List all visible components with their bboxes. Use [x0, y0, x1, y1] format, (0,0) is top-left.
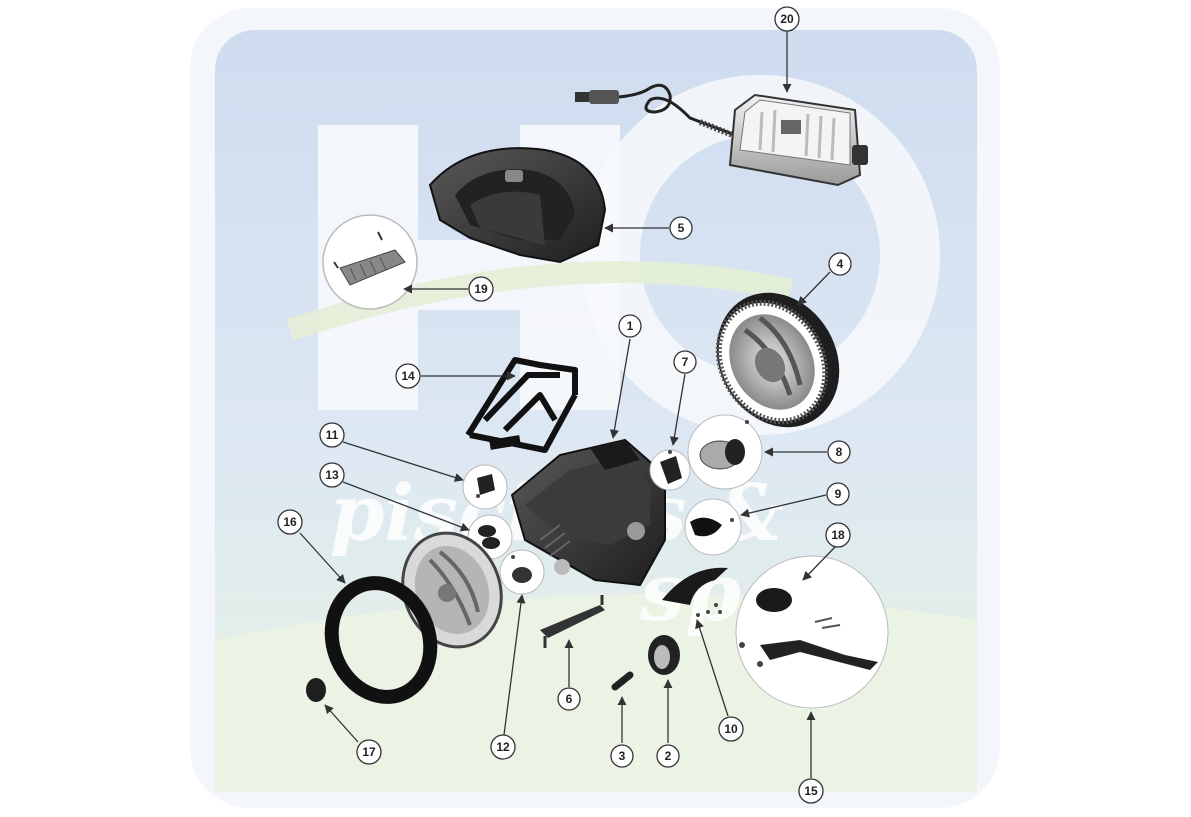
callout-3-label: 3 — [619, 749, 626, 763]
callout-13-label: 13 — [325, 468, 339, 482]
callout-18-label: 18 — [831, 528, 845, 542]
callout-10: 10 — [718, 716, 744, 742]
part-10-inset — [662, 567, 728, 617]
part-15-inset — [735, 555, 889, 709]
callout-10-label: 10 — [724, 722, 738, 736]
power-supply-unit — [575, 83, 868, 187]
motor-inset — [687, 414, 763, 490]
callout-18: 18 — [825, 522, 851, 548]
callout-19: 19 — [468, 276, 494, 302]
part-17-cap — [306, 678, 326, 702]
part-2-roller — [648, 635, 680, 675]
callout-14: 14 — [395, 363, 421, 389]
callout-1: 1 — [618, 314, 642, 338]
wheel-large — [715, 292, 840, 428]
handle-frame — [465, 357, 578, 453]
callout-12-label: 12 — [496, 740, 510, 754]
callout-6-label: 6 — [566, 692, 573, 706]
part-18-float — [756, 588, 792, 612]
callout-16: 16 — [277, 509, 303, 535]
callout-7: 7 — [673, 350, 697, 374]
callout-11-label: 11 — [326, 428, 339, 442]
callout-4-label: 4 — [837, 257, 844, 271]
part-12-inset — [499, 549, 545, 595]
callout-15-label: 15 — [804, 784, 818, 798]
callout-5-label: 5 — [678, 221, 685, 235]
part-9-inset — [684, 498, 742, 556]
callout-14-label: 14 — [401, 369, 415, 383]
callout-7-label: 7 — [682, 355, 689, 369]
callout-20-label: 20 — [780, 12, 794, 26]
callout-16-label: 16 — [283, 515, 297, 529]
callout-9-label: 9 — [835, 487, 842, 501]
filter-inset — [322, 214, 418, 310]
callout-2: 2 — [656, 744, 680, 768]
callout-6: 6 — [557, 687, 581, 711]
top-cover — [428, 147, 607, 264]
rubber-track — [324, 576, 438, 704]
callout-2-label: 2 — [665, 749, 672, 763]
callout-15: 15 — [798, 778, 824, 804]
callout-4: 4 — [828, 252, 852, 276]
callout-5: 5 — [669, 216, 693, 240]
part-6-bracket — [540, 595, 605, 648]
callout-13: 13 — [319, 462, 345, 488]
callout-12: 12 — [490, 734, 516, 760]
part-7-inset — [649, 449, 691, 491]
callout-8: 8 — [827, 440, 851, 464]
callout-20: 20 — [774, 6, 800, 32]
callout-9: 9 — [826, 482, 850, 506]
callout-19-label: 19 — [474, 282, 488, 296]
callout-11: 11 — [319, 422, 345, 448]
callout-3: 3 — [610, 744, 634, 768]
leader-lines — [299, 31, 836, 778]
callout-17-label: 17 — [362, 745, 376, 759]
callout-1-label: 1 — [627, 319, 634, 333]
callout-17: 17 — [356, 739, 382, 765]
callouts: 1 2 3 4 5 6 7 8 9 10 11 12 13 14 15 — [277, 6, 852, 804]
part-11-inset — [462, 464, 508, 510]
callout-8-label: 8 — [836, 445, 843, 459]
part-3-axle — [611, 671, 634, 691]
main-body — [510, 438, 666, 587]
